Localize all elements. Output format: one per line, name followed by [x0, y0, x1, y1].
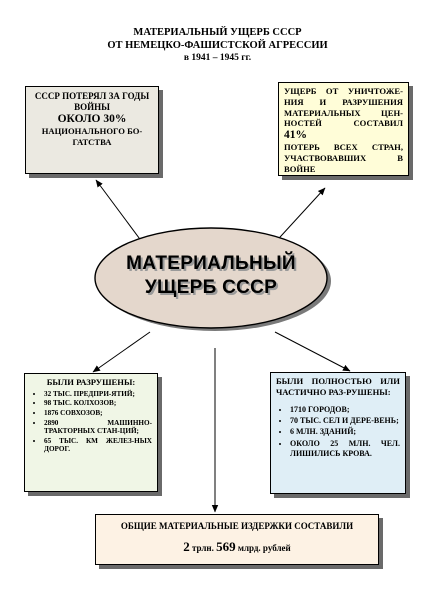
bottom-left-head: БЫЛИ РАЗРУШЕНЫ:: [46, 377, 136, 387]
top-right-big: 41%: [284, 129, 307, 142]
top-right-tail: ПОТЕРЬ ВСЕХ СТРАН, УЧАСТВОВАВШИХ В ВОЙНЕ: [284, 142, 403, 174]
list-item: ОКОЛО 25 МЛН. ЧЕЛ. ЛИШИЛИСЬ КРОВА.: [290, 439, 400, 459]
bottom-left-list: 32 ТЫС. ПРЕДПРИ-ЯТИЙ; 98 ТЫС. КОЛХОЗОВ; …: [30, 390, 152, 454]
title-line-3: в 1941 – 1945 гг.: [183, 53, 252, 63]
bottom-right-head: БЫЛИ ПОЛНОСТЬЮ ИЛИ ЧАСТИЧНО РАЗ-РУШЕНЫ:: [276, 376, 400, 397]
list-item: 1876 СОВХОЗОВ;: [44, 409, 152, 418]
box-partially-destroyed: БЫЛИ ПОЛНОСТЬЮ ИЛИ ЧАСТИЧНО РАЗ-РУШЕНЫ: …: [270, 372, 406, 494]
list-item: 32 ТЫС. ПРЕДПРИ-ЯТИЙ;: [44, 390, 152, 399]
list-item: 70 ТЫС. СЕЛ И ДЕРЕ-ВЕНЬ;: [290, 416, 400, 426]
title-line-1: МАТЕРИАЛЬНЫЙ УЩЕРБ СССР: [133, 27, 302, 38]
top-left-tail: НАЦИОНАЛЬНОГО БО-ГАТСТВА: [41, 126, 143, 147]
list-item: 65 ТЫС. КМ ЖЕЛЕЗ-НЫХ ДОРОГ.: [44, 437, 152, 454]
total-trillions-unit: трлн.: [192, 543, 214, 553]
box-destroyed: БЫЛИ РАЗРУШЕНЫ: 32 ТЫС. ПРЕДПРИ-ЯТИЙ; 98…: [24, 373, 158, 492]
list-item: 6 МЛН. ЗДАНИЙ;: [290, 427, 400, 437]
box-total-costs: ОБЩИЕ МАТЕРИАЛЬНЫЕ ИЗДЕРЖКИ СОСТАВИЛИ 2 …: [95, 514, 379, 565]
center-label: МАТЕРИАЛЬНЫЙ УЩЕРБ СССР: [98, 252, 324, 300]
diagram-title: МАТЕРИАЛЬНЫЙ УЩЕРБ СССР ОТ НЕМЕЦКО-ФАШИС…: [60, 26, 375, 65]
center-ellipse: [94, 227, 328, 329]
bottom-right-list: 1710 ГОРОДОВ; 70 ТЫС. СЕЛ И ДЕРЕ-ВЕНЬ; 6…: [276, 405, 400, 459]
list-item: 1710 ГОРОДОВ;: [290, 405, 400, 415]
top-left-big: ОКОЛО 30%: [57, 113, 127, 125]
list-item: 2890 МАШИННО-ТРАКТОРНЫХ СТАН-ЦИЙ;: [44, 419, 152, 436]
top-right-head: УЩЕРБ ОТ УНИЧТОЖЕ-НИЯ И РАЗРУШЕНИЯ МАТЕР…: [284, 86, 403, 129]
list-item: 98 ТЫС. КОЛХОЗОВ;: [44, 399, 152, 408]
top-left-head: СССР ПОТЕРЯЛ ЗА ГОДЫ ВОЙНЫ: [34, 91, 150, 112]
arrow-to-bottom-right: [274, 331, 351, 372]
total-trillions: 2: [183, 539, 190, 554]
arrow-to-bottom-left: [92, 331, 151, 373]
total-billions-unit: млрд. рублей: [237, 543, 291, 553]
bottom-head: ОБЩИЕ МАТЕРИАЛЬНЫЕ ИЗДЕРЖКИ СОСТАВИЛИ: [120, 521, 354, 531]
bottom-total: 2 трлн. 569 млрд. рублей: [100, 539, 374, 554]
box-national-wealth: СССР ПОТЕРЯЛ ЗА ГОДЫ ВОЙНЫ ОКОЛО 30% НАЦ…: [25, 86, 159, 174]
box-material-values: УЩЕРБ ОТ УНИЧТОЖЕ-НИЯ И РАЗРУШЕНИЯ МАТЕР…: [278, 82, 409, 176]
center-label-line-1: МАТЕРИАЛЬНЫЙ: [126, 253, 296, 274]
total-billions: 569: [216, 539, 236, 554]
center-label-line-2: УЩЕРБ СССР: [144, 277, 278, 298]
title-line-2: ОТ НЕМЕЦКО-ФАШИСТСКОЙ АГРЕССИИ: [107, 40, 328, 51]
